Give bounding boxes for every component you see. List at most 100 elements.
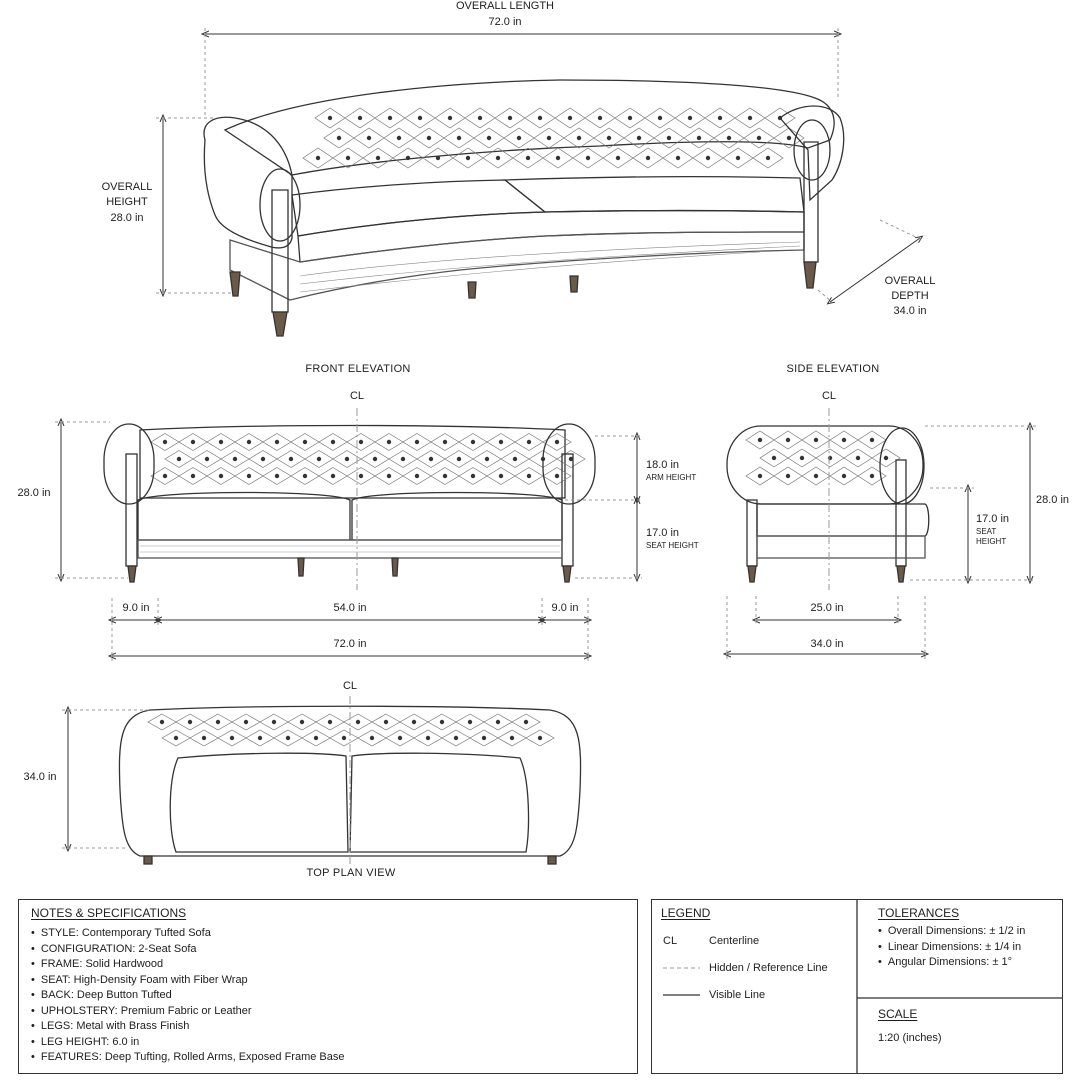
perspective-view: [203, 79, 845, 337]
tuft-diamond: [388, 450, 418, 468]
tuft-button: [456, 456, 462, 462]
front-cushion-right: [351, 491, 563, 541]
tuft-button: [366, 135, 372, 141]
tuft-button: [627, 115, 633, 121]
tuft-diamond: [843, 448, 873, 468]
side-elevation-title: SIDE ELEVATION: [786, 363, 880, 375]
tuft-diamond: [801, 430, 831, 450]
tuft-diamond: [290, 467, 320, 485]
tuft-diamond: [500, 450, 530, 468]
tuft-button: [274, 473, 280, 479]
tuft-button: [757, 473, 763, 479]
front-tufting: [150, 433, 586, 485]
overall-depth-title-2: DEPTH: [891, 290, 929, 302]
wood-base: [229, 231, 805, 301]
tuft-button: [765, 155, 771, 161]
tuft-button: [271, 719, 277, 725]
tuft-diamond: [494, 107, 526, 129]
tuft-button: [687, 115, 693, 121]
tuft-diamond: [150, 433, 180, 451]
tuft-button: [636, 135, 642, 141]
tuft-button: [162, 439, 168, 445]
tuft-button: [229, 735, 235, 741]
side-elevation: [726, 425, 930, 583]
tuft-button: [383, 719, 389, 725]
note-item: UPHOLSTERY: Premium Fabric or Leather: [31, 1004, 625, 1020]
perspective-dimensions: [156, 28, 922, 302]
tuft-diamond: [743, 127, 775, 149]
tuft-diamond: [346, 433, 376, 451]
seat-cushion-left: [291, 179, 547, 237]
tuft-diamond: [161, 729, 191, 747]
tuft-button: [498, 473, 504, 479]
tuft-diamond: [175, 713, 205, 731]
tuft-button: [405, 155, 411, 161]
tuft-button: [537, 115, 543, 121]
note-item: LEGS: Metal with Brass Finish: [31, 1019, 625, 1035]
tuft-button: [447, 115, 453, 121]
tuft-diamond: [857, 430, 887, 450]
tuft-button: [785, 437, 791, 443]
overall-height-title-2: HEIGHT: [106, 196, 148, 208]
leg-front-right: [803, 261, 817, 289]
tuft-button: [606, 135, 612, 141]
tuft-button: [243, 719, 249, 725]
tuft-diamond: [231, 713, 261, 731]
tuft-diamond: [259, 713, 289, 731]
tuft-button: [453, 735, 459, 741]
top-plan-view: [118, 705, 582, 865]
tuft-diamond: [374, 433, 404, 451]
top-outline: [118, 705, 582, 857]
front-overall-width: 72.0 in: [333, 638, 367, 650]
tuft-diamond: [332, 147, 364, 169]
tuft-button: [369, 735, 375, 741]
tuft-button: [260, 456, 266, 462]
tuft-diamond: [147, 713, 177, 731]
tuft-diamond: [722, 147, 754, 169]
tuft-button: [666, 135, 672, 141]
tuft-button: [425, 735, 431, 741]
tuft-button: [512, 456, 518, 462]
tuft-diamond: [262, 433, 292, 451]
tuft-diamond: [632, 147, 664, 169]
tuft-diamond: [593, 127, 625, 149]
perspective-tufting: [302, 107, 805, 169]
tuft-diamond: [371, 713, 401, 731]
tuft-diamond: [434, 107, 466, 129]
front-seat-height-value: 17.0 in: [646, 527, 680, 539]
tuft-button: [299, 719, 305, 725]
tuft-diamond: [572, 147, 604, 169]
tuft-diamond: [653, 127, 685, 149]
tuft-diamond: [511, 713, 541, 731]
tuft-diamond: [318, 433, 348, 451]
tuft-button: [883, 455, 889, 461]
side-overall-height: 28.0 in: [1036, 494, 1070, 506]
tuft-diamond: [745, 466, 775, 486]
top-depth: 34.0 in: [23, 771, 57, 783]
tuft-button: [190, 439, 196, 445]
tuft-button: [327, 115, 333, 121]
sofa-left-arm: [203, 116, 293, 249]
tuft-button: [526, 439, 532, 445]
seat-cushion-right: [503, 176, 805, 213]
tuft-diamond: [764, 107, 796, 129]
tuft-button: [414, 439, 420, 445]
tuft-button: [554, 439, 560, 445]
sofa-right-arm: [779, 105, 845, 202]
sofa-back-roll: [223, 79, 835, 176]
notes-heading: NOTES & SPECIFICATIONS: [31, 906, 187, 920]
tuft-diamond: [344, 107, 376, 129]
tuft-button: [546, 135, 552, 141]
legend-centerline-label: Centerline: [709, 935, 760, 947]
tuft-button: [735, 155, 741, 161]
tuft-diamond: [441, 729, 471, 747]
tuft-button: [336, 135, 342, 141]
front-overall-height: 28.0 in: [17, 487, 51, 499]
side-wood-base: [756, 535, 926, 559]
tuft-diamond: [318, 467, 348, 485]
tuft-button: [176, 456, 182, 462]
side-cl-label: CL: [821, 390, 837, 402]
front-right-arm: [542, 423, 596, 505]
tuft-button: [467, 719, 473, 725]
tuft-diamond: [745, 430, 775, 450]
